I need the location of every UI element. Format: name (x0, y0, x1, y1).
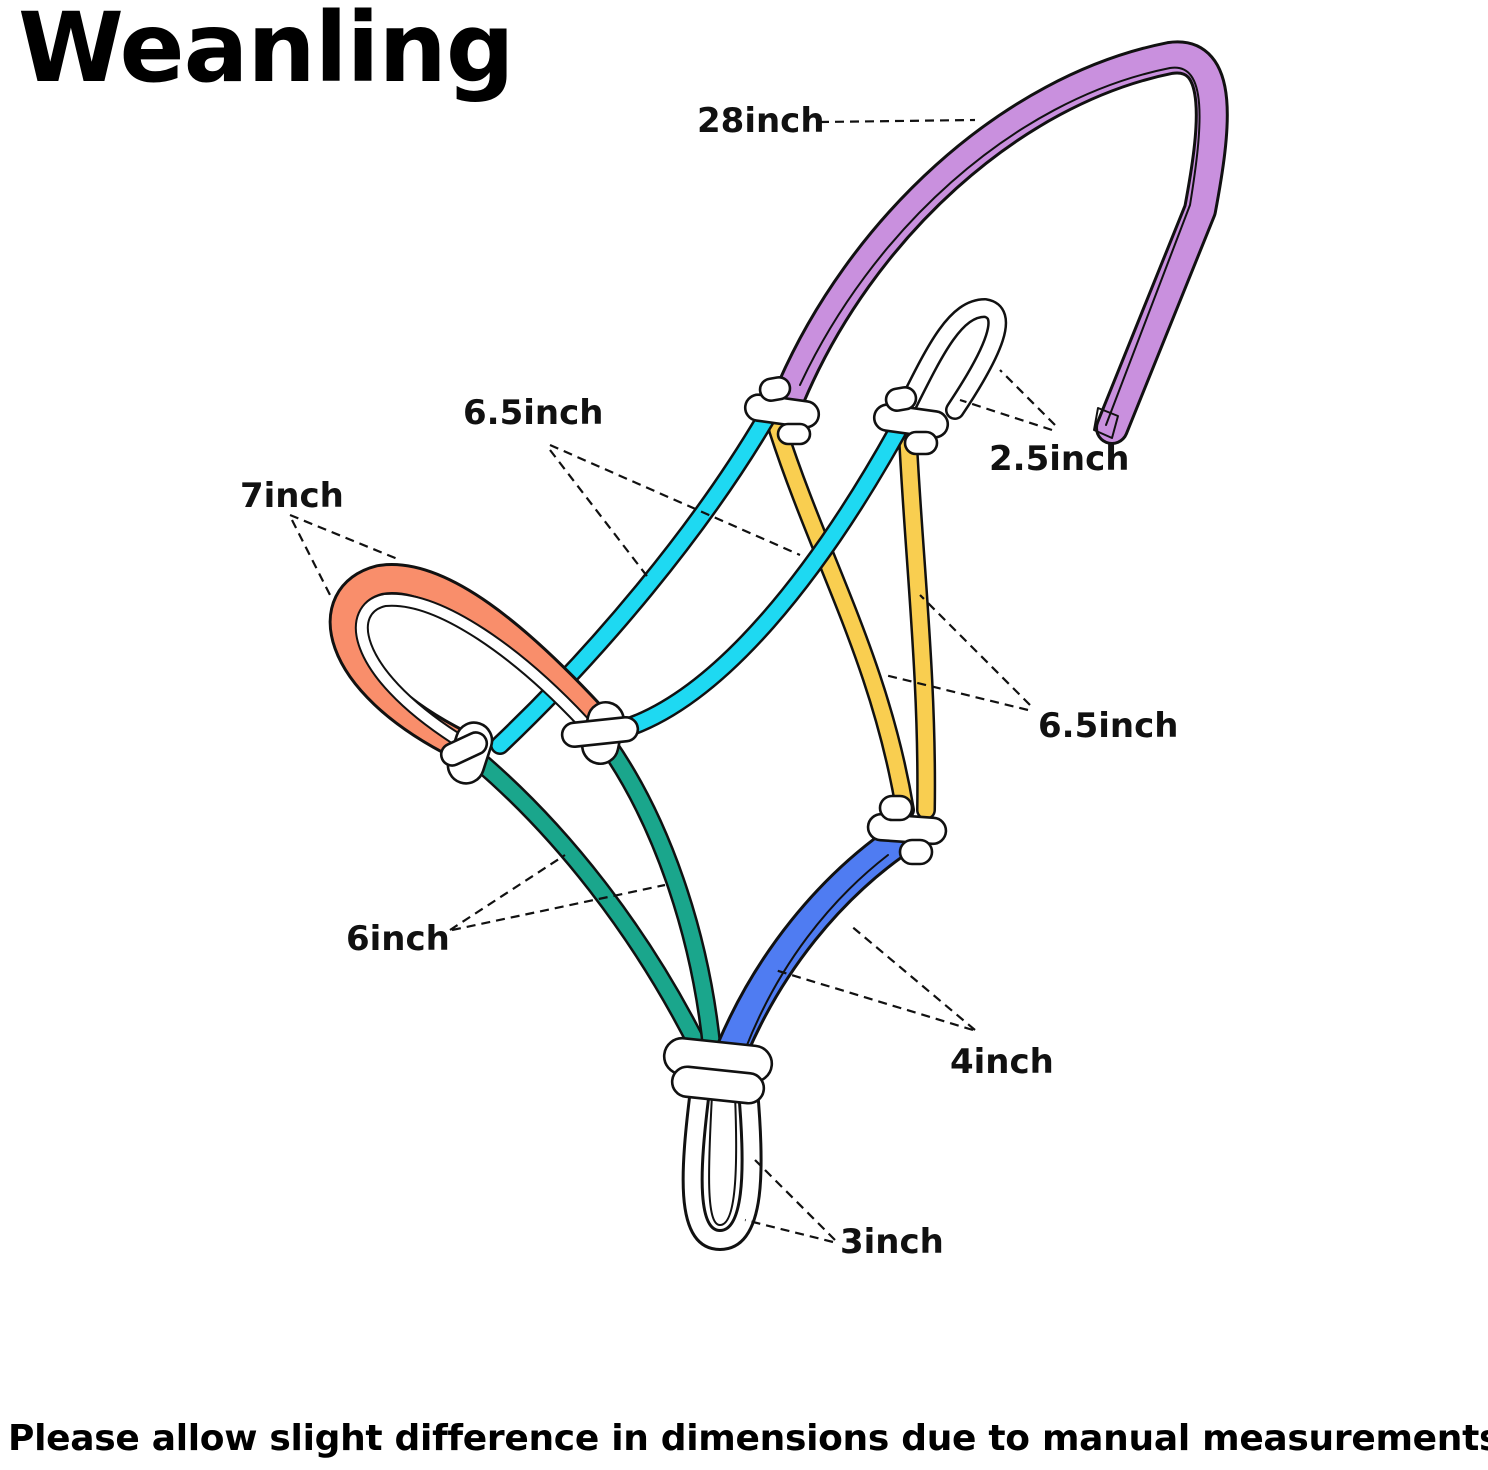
tie-loop (681, 1079, 763, 1251)
knot-nose-right (560, 700, 640, 766)
label-throat: 6.5inch (1038, 706, 1178, 746)
label-cheek: 6.5inch (463, 393, 603, 433)
chin-strands (715, 828, 909, 1067)
nose-band (328, 563, 606, 761)
knot-nose-left (439, 721, 494, 785)
crown-strap (773, 40, 1229, 445)
eye-loop (895, 298, 1008, 420)
knot-chin (866, 794, 948, 866)
label-eye-loop: 2.5inch (989, 439, 1129, 479)
diagram-title: Weanling (18, 0, 515, 104)
label-tie-loop: 3inch (840, 1222, 944, 1262)
crown-strap-fill (776, 43, 1226, 442)
label-nose: 7inch (240, 476, 344, 516)
leader-lines (289, 118, 1056, 1244)
label-chin: 4inch (950, 1042, 1054, 1082)
cheek-strands (490, 408, 908, 755)
knot-crown-left (743, 376, 821, 446)
label-lower-cheek: 6inch (346, 919, 450, 959)
knot-bottom (662, 1036, 774, 1105)
lower-cheek-strands (468, 735, 722, 1060)
knot-crown-right (872, 386, 950, 456)
label-crown: 28inch (697, 101, 825, 141)
throat-strands (768, 420, 937, 820)
disclaimer-footer: Please allow slight difference in dimens… (8, 1418, 1488, 1459)
